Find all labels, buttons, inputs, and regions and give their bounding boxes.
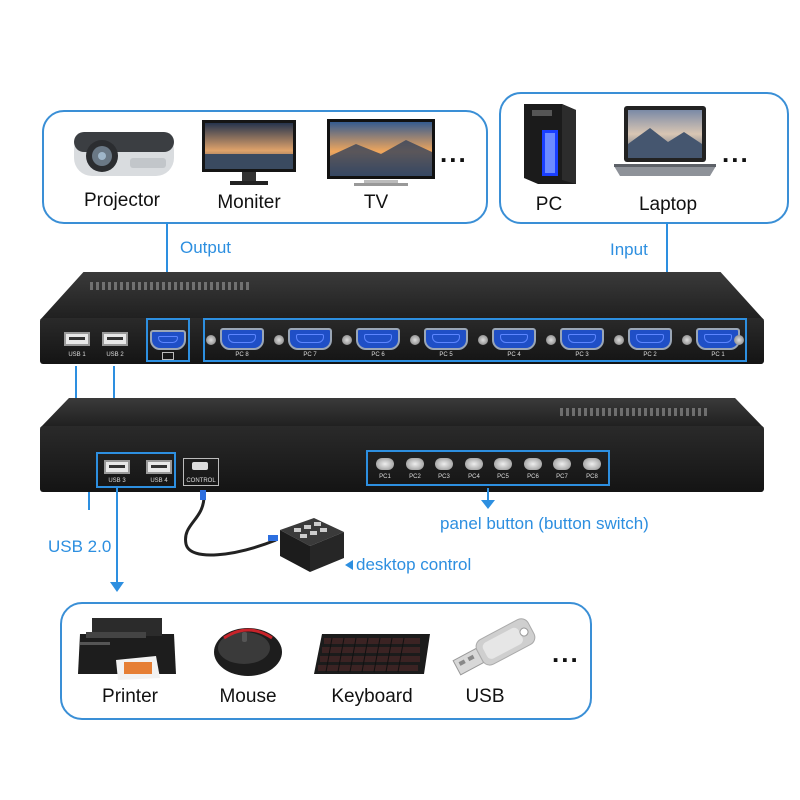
output-caption: Output — [180, 238, 232, 257]
usb-4-label: USB 4 — [150, 478, 168, 484]
panel-button-label: PC5 — [497, 474, 509, 480]
pc-8-vga-port[interactable] — [220, 328, 264, 350]
more-input-devices: ... — [722, 138, 750, 168]
pc-4-vga-port[interactable] — [492, 328, 536, 350]
keyboard-label: Keyboard — [331, 686, 413, 707]
input-caption: Input — [610, 240, 648, 259]
printer-label: Printer — [102, 686, 158, 707]
pc-label: PC — [535, 194, 563, 215]
keyboard-icon — [312, 628, 432, 678]
panel-button-label: PC6 — [527, 474, 539, 480]
panel-button-pc5[interactable] — [494, 458, 512, 470]
panel-button-label: PC3 — [438, 474, 450, 480]
pc-2-vga-port[interactable] — [628, 328, 672, 350]
rear-unit-top — [40, 272, 764, 320]
usb-caption: USB 2.0 — [48, 537, 112, 556]
pc-3-vga-port[interactable] — [560, 328, 604, 350]
pc-6-vga-port[interactable] — [356, 328, 400, 350]
output-vga-port[interactable] — [150, 330, 186, 350]
usb-4-port[interactable] — [146, 460, 172, 474]
pc-tower-icon — [518, 100, 582, 186]
output-connector-line — [166, 222, 168, 314]
rear-unit-label-strip — [90, 282, 250, 290]
panel-buttons-highlight — [366, 450, 610, 486]
desktop-control-arrow-icon — [345, 560, 353, 570]
port-screw — [342, 335, 352, 345]
front-unit-label-strip — [560, 408, 710, 416]
usb-3-label: USB 3 — [108, 478, 126, 484]
port-screw — [734, 335, 744, 345]
usb-drive-label: USB — [465, 686, 505, 707]
panel-button-label: PC4 — [468, 474, 480, 480]
pc-7-vga-port[interactable] — [288, 328, 332, 350]
usb-2-label: USB 2 — [106, 352, 124, 358]
port-screw — [546, 335, 556, 345]
panel-button-connector — [487, 488, 489, 502]
control-port[interactable] — [192, 462, 208, 470]
usb-2-port[interactable] — [102, 332, 128, 346]
pc-5-vga-port[interactable] — [424, 328, 468, 350]
mouse-label: Mouse — [219, 686, 277, 707]
front-unit-body — [40, 426, 764, 492]
input-ports-highlight — [203, 318, 747, 362]
port-screw — [614, 335, 624, 345]
port-screw — [410, 335, 420, 345]
laptop-label: Laptop — [638, 194, 698, 215]
projector-label: Projector — [83, 190, 161, 211]
usb-3-port[interactable] — [104, 460, 130, 474]
usb-rear-link-v2 — [113, 366, 115, 416]
pc-port-label: PC 3 — [575, 352, 589, 358]
panel-button-pc3[interactable] — [435, 458, 453, 470]
tv-icon — [326, 118, 436, 188]
laptop-icon — [610, 104, 720, 184]
panel-button-label: PC7 — [556, 474, 568, 480]
mouse-icon — [208, 618, 288, 680]
input-connector-line — [666, 222, 668, 316]
pc-port-label: PC 8 — [235, 352, 249, 358]
panel-button-pc8[interactable] — [583, 458, 601, 470]
monitor-symbol-icon — [162, 352, 174, 360]
control-port-frame — [183, 458, 219, 486]
usb-front-highlight — [96, 452, 176, 488]
panel-button-pc1[interactable] — [376, 458, 394, 470]
more-output-devices: ... — [440, 138, 468, 168]
port-screw — [274, 335, 284, 345]
port-screw — [478, 335, 488, 345]
pc-port-label: PC 6 — [371, 352, 385, 358]
panel-button-pc2[interactable] — [406, 458, 424, 470]
desktop-control-caption: desktop control — [356, 555, 472, 574]
printer-icon — [72, 612, 182, 682]
usb-rear-link-v1 — [75, 366, 77, 416]
tv-label: TV — [363, 192, 389, 213]
pc-port-label: PC 1 — [711, 352, 725, 358]
panel-button-pc6[interactable] — [524, 458, 542, 470]
output-port-highlight — [146, 318, 190, 362]
port-screw — [206, 335, 216, 345]
usb-down-line — [116, 488, 118, 582]
usb-down-arrow-icon — [110, 582, 124, 592]
usb-drive-icon — [444, 612, 544, 684]
desktop-control-icon — [176, 490, 346, 580]
projector-icon — [70, 118, 178, 184]
panel-button-caption: panel button (button switch) — [440, 514, 649, 533]
control-label: CONTROL — [186, 478, 216, 484]
panel-button-label: PC2 — [409, 474, 421, 480]
usb-1-label: USB 1 — [68, 352, 86, 358]
monitor-icon — [200, 118, 298, 188]
pc-port-label: PC 2 — [643, 352, 657, 358]
pc-port-label: PC 7 — [303, 352, 317, 358]
monitor-label: Moniter — [217, 192, 281, 213]
usb-1-port[interactable] — [64, 332, 90, 346]
panel-button-label: PC1 — [379, 474, 391, 480]
panel-button-arrow-icon — [481, 500, 495, 509]
more-peripherals: ... — [552, 638, 580, 668]
panel-button-label: PC8 — [586, 474, 598, 480]
pc-port-label: PC 5 — [439, 352, 453, 358]
panel-button-pc4[interactable] — [465, 458, 483, 470]
pc-port-label: PC 4 — [507, 352, 521, 358]
port-screw — [682, 335, 692, 345]
panel-button-pc7[interactable] — [553, 458, 571, 470]
